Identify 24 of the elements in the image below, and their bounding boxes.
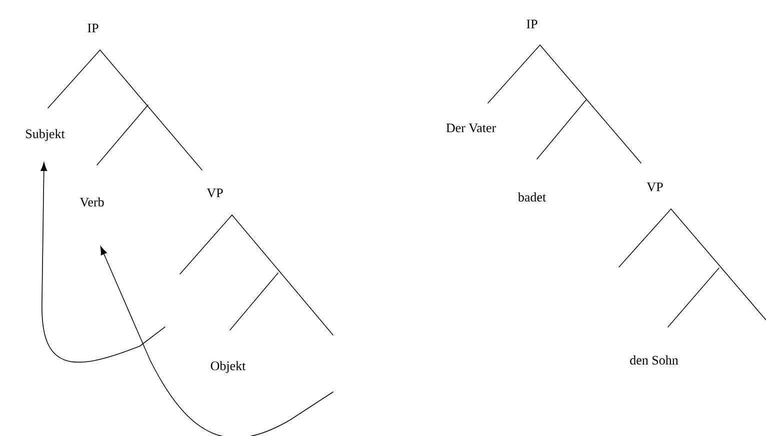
tree-branch xyxy=(180,214,232,274)
tree-label: den Sohn xyxy=(630,355,678,365)
tree-branch xyxy=(230,272,278,330)
tree-branch xyxy=(96,104,148,166)
tree-branch xyxy=(232,214,334,336)
tree-branch xyxy=(670,208,766,320)
tree-label: VP xyxy=(206,188,223,198)
tree-label: Subjekt xyxy=(26,129,65,141)
tree-branch xyxy=(668,268,720,328)
tree-branch xyxy=(100,50,202,170)
tree-branch xyxy=(540,44,642,164)
tree-branch xyxy=(618,208,672,268)
tree-label: Verb xyxy=(80,197,104,207)
movement-arrow xyxy=(40,162,166,362)
tree-label: IP xyxy=(88,24,98,32)
tree-label: Objekt xyxy=(210,361,246,373)
tree-label: VP xyxy=(646,182,663,192)
tree-branch xyxy=(488,44,540,104)
tree-label: IP xyxy=(526,20,538,28)
tree-label: badet xyxy=(518,192,546,202)
movement-arrow xyxy=(100,246,334,436)
tree-branch xyxy=(536,100,586,160)
tree-branch xyxy=(48,50,100,108)
tree-label: Der Vater xyxy=(446,124,496,132)
